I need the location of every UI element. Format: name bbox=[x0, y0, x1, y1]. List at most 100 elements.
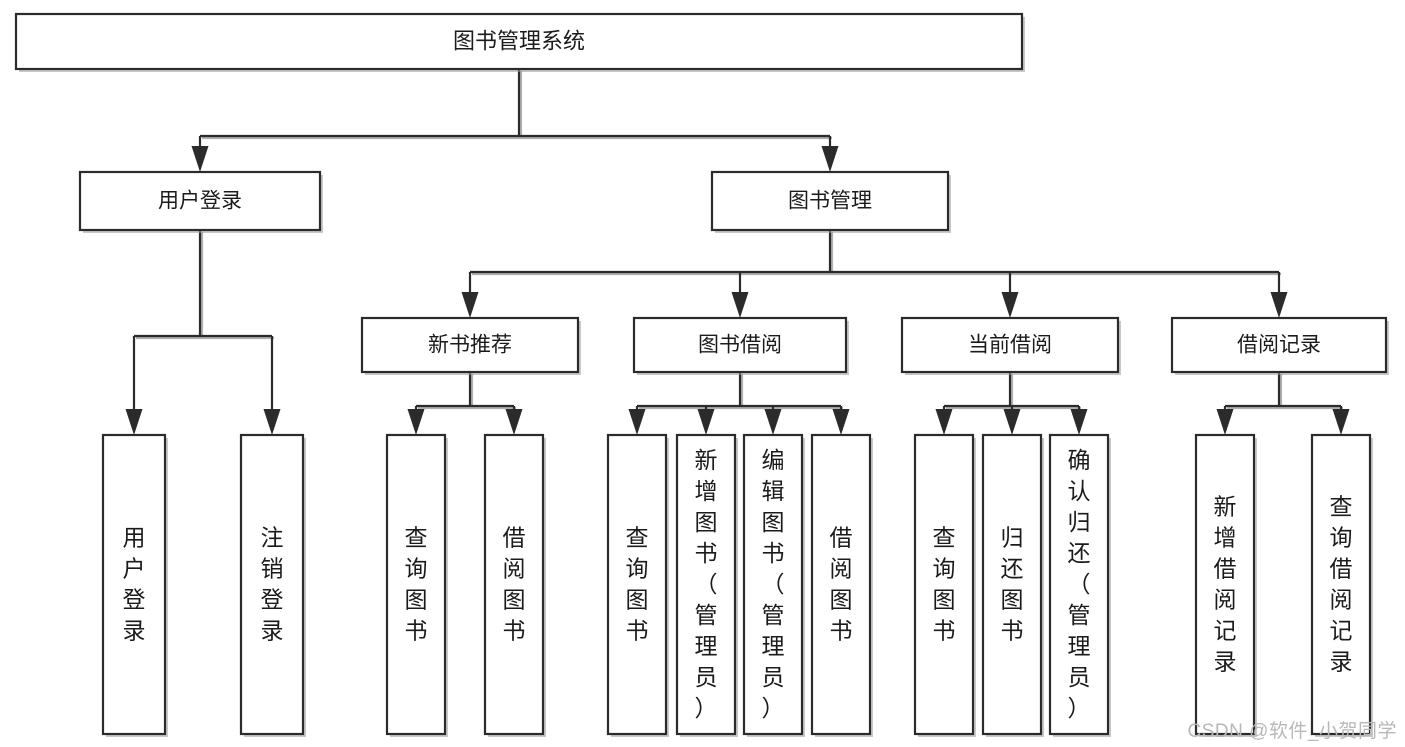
connector-group bbox=[1216, 372, 1350, 435]
node-label-glyph: （ bbox=[762, 571, 785, 597]
node-label-glyph: 注 bbox=[261, 525, 284, 551]
node-label-glyph: 编 bbox=[762, 447, 785, 473]
node-label-glyph: 询 bbox=[405, 556, 428, 582]
node-label-glyph: 销 bbox=[261, 556, 284, 582]
node-label-glyph: 录 bbox=[1214, 649, 1237, 675]
node-box[interactable] bbox=[1048, 433, 1110, 736]
arrow-head-icon bbox=[263, 409, 281, 435]
arrow-head-icon bbox=[821, 146, 839, 172]
arrow-head-icon bbox=[935, 409, 953, 435]
connector-shadow bbox=[418, 374, 516, 410]
node-label-glyph: 阅 bbox=[1214, 587, 1237, 613]
arrow-head-icon bbox=[407, 409, 425, 435]
node-label-glyph: 阅 bbox=[830, 556, 853, 582]
node-label-glyph: 书 bbox=[933, 618, 956, 644]
node-box[interactable] bbox=[360, 316, 580, 374]
node-box[interactable] bbox=[606, 433, 668, 736]
node-label-glyph: 借 bbox=[1330, 556, 1353, 582]
node-box[interactable] bbox=[632, 316, 848, 374]
node-label-glyph: 书 bbox=[405, 618, 428, 644]
node-box[interactable] bbox=[742, 433, 804, 736]
node-label-glyph: 认 bbox=[1068, 478, 1091, 504]
watermark-label: CSDN @软件_小贺同学 bbox=[1187, 721, 1397, 742]
level3-node-book-borrow[interactable]: 图书借阅 bbox=[632, 316, 849, 375]
node-label-glyph: 书 bbox=[626, 618, 649, 644]
node-box[interactable] bbox=[1310, 433, 1372, 736]
nodes-layer: 图书管理系统用户登录图书管理新书推荐图书借阅当前借阅借阅记录用户登录注销登录查询… bbox=[14, 12, 1389, 737]
node-label-glyph: 理 bbox=[695, 633, 718, 659]
arrow-head-icon bbox=[764, 409, 782, 435]
level3-node-current-borrow[interactable]: 当前借阅 bbox=[900, 316, 1121, 375]
node-box[interactable] bbox=[78, 170, 322, 232]
node-label-glyph: 记 bbox=[1330, 618, 1353, 644]
leaf-node-leaf-user-login[interactable]: 用户登录 bbox=[101, 433, 168, 737]
node-box[interactable] bbox=[913, 433, 975, 736]
node-box[interactable] bbox=[1170, 316, 1388, 374]
node-label-glyph: 辑 bbox=[762, 478, 785, 504]
connector-shadow bbox=[136, 232, 274, 340]
arrow-head-icon bbox=[1070, 409, 1088, 435]
arrow-head-icon bbox=[191, 146, 209, 172]
node-label-glyph: 还 bbox=[1068, 540, 1091, 566]
node-box[interactable] bbox=[483, 433, 545, 736]
level3-node-borrow-record[interactable]: 借阅记录 bbox=[1170, 316, 1389, 375]
node-label-glyph: 员 bbox=[695, 664, 718, 690]
level3-node-new-book-recommend[interactable]: 新书推荐 bbox=[360, 316, 581, 375]
node-box[interactable] bbox=[14, 12, 1024, 71]
connector-shadow bbox=[946, 374, 1081, 410]
node-label-glyph: 图 bbox=[695, 509, 718, 535]
connector-group bbox=[935, 372, 1088, 435]
node-box[interactable] bbox=[385, 433, 447, 736]
level2-node-book-manage[interactable]: 图书管理 bbox=[710, 170, 951, 233]
node-label-glyph: 查 bbox=[626, 525, 649, 551]
node-box[interactable] bbox=[675, 433, 737, 736]
node-label-glyph: 阅 bbox=[1330, 587, 1353, 613]
connector-shadow bbox=[639, 374, 843, 410]
root-node-root[interactable]: 图书管理系统 bbox=[14, 12, 1025, 72]
node-label-glyph: 询 bbox=[933, 556, 956, 582]
node-label-vertical: 用户登录 bbox=[123, 525, 146, 644]
node-label-glyph: 图 bbox=[830, 587, 853, 613]
node-label-glyph: 记 bbox=[1214, 618, 1237, 644]
node-label-glyph: 图 bbox=[626, 587, 649, 613]
node-box[interactable] bbox=[900, 316, 1120, 374]
node-box[interactable] bbox=[810, 433, 872, 736]
node-box[interactable] bbox=[101, 433, 167, 736]
node-box[interactable] bbox=[710, 170, 950, 232]
node-box[interactable] bbox=[981, 433, 1043, 736]
node-label-glyph: 图 bbox=[933, 587, 956, 613]
node-label-glyph: 归 bbox=[1068, 509, 1091, 535]
node-box[interactable] bbox=[1194, 433, 1256, 736]
node-label-glyph: 借 bbox=[503, 525, 526, 551]
node-label-glyph: 登 bbox=[123, 587, 146, 613]
node-label-glyph: 借 bbox=[1214, 556, 1237, 582]
node-label-glyph: 理 bbox=[762, 633, 785, 659]
node-label-glyph: 图 bbox=[762, 509, 785, 535]
node-label-glyph: 查 bbox=[933, 525, 956, 551]
node-box[interactable] bbox=[239, 433, 305, 736]
node-label-glyph: 图 bbox=[1001, 587, 1024, 613]
level2-node-user-login[interactable]: 用户登录 bbox=[78, 170, 323, 233]
arrow-head-icon bbox=[505, 409, 523, 435]
node-label-glyph: ） bbox=[762, 695, 785, 721]
node-label-glyph: 图 bbox=[405, 587, 428, 613]
arrow-head-icon bbox=[1001, 292, 1019, 318]
node-label: 图书管理系统 bbox=[453, 28, 585, 53]
arrow-head-icon bbox=[1003, 409, 1021, 435]
